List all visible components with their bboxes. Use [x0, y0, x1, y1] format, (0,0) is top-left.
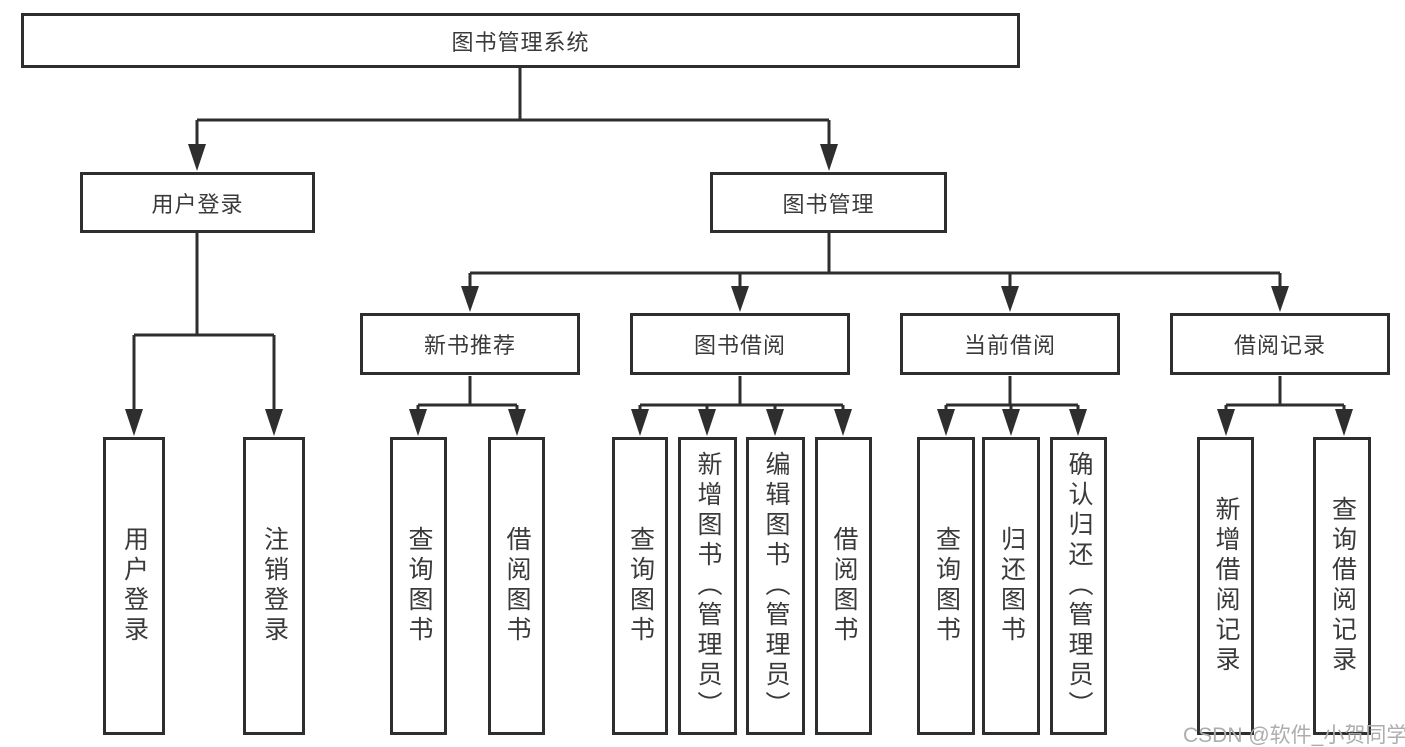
leaf-query-books-recommend: 查询图书 — [390, 437, 447, 735]
node-current-borrowing-label: 当前借阅 — [963, 333, 1056, 358]
node-root-label: 图书管理系统 — [451, 29, 590, 55]
leaf-borrow-books-borrowing-label: 借阅图书 — [830, 526, 858, 646]
leaf-logout: 注销登录 — [243, 437, 305, 735]
leaf-query-books-current-label: 查询图书 — [932, 526, 961, 646]
leaf-query-borrow-record-label: 查询借阅记录 — [1328, 496, 1357, 676]
leaf-user-login: 用户登录 — [103, 437, 165, 735]
connector-arrowheads — [125, 144, 1353, 436]
leaf-confirm-return-admin-label: 确认归还（管理员） — [1065, 451, 1093, 721]
leaf-add-book-admin: 新增图书（管理员） — [678, 437, 737, 735]
leaf-add-book-admin-label: 新增图书（管理员） — [694, 451, 722, 721]
node-book-borrowing-label: 图书借阅 — [693, 333, 786, 358]
leaf-borrow-books-recommend: 借阅图书 — [488, 437, 545, 735]
node-new-book-recommend-label: 新书推荐 — [423, 333, 516, 358]
leaf-add-borrow-record-label: 新增借阅记录 — [1212, 496, 1240, 676]
node-current-borrowing: 当前借阅 — [900, 313, 1120, 375]
leaf-user-login-label: 用户登录 — [120, 526, 149, 646]
leaf-logout-label: 注销登录 — [260, 526, 289, 646]
node-user-login: 用户登录 — [80, 172, 315, 233]
node-borrowing-records-label: 借阅记录 — [1233, 333, 1326, 358]
node-new-book-recommend: 新书推荐 — [360, 313, 580, 375]
leaf-edit-book-admin: 编辑图书（管理员） — [746, 437, 805, 735]
leaf-query-books-recommend-label: 查询图书 — [405, 526, 433, 646]
node-book-borrowing: 图书借阅 — [630, 313, 850, 375]
leaf-borrow-books-borrowing: 借阅图书 — [815, 437, 872, 735]
leaf-add-borrow-record: 新增借阅记录 — [1197, 437, 1254, 735]
leaf-return-books: 归还图书 — [982, 437, 1040, 735]
node-book-management: 图书管理 — [710, 172, 947, 233]
csdn-watermark: CSDN @软件_小贺同学 — [1183, 724, 1405, 747]
leaf-query-books-borrowing: 查询图书 — [612, 437, 668, 735]
leaf-confirm-return-admin: 确认归还（管理员） — [1050, 437, 1107, 735]
node-borrowing-records: 借阅记录 — [1170, 313, 1390, 375]
node-user-login-label: 用户登录 — [151, 191, 244, 217]
leaf-query-borrow-record: 查询借阅记录 — [1313, 437, 1371, 735]
leaf-query-books-current: 查询图书 — [917, 437, 975, 735]
leaf-query-books-borrowing-label: 查询图书 — [626, 526, 655, 646]
leaf-borrow-books-recommend-label: 借阅图书 — [503, 526, 531, 646]
leaf-edit-book-admin-label: 编辑图书（管理员） — [762, 451, 790, 721]
leaf-return-books-label: 归还图书 — [997, 526, 1026, 646]
connector-edges — [132, 68, 1346, 416]
node-book-management-label: 图书管理 — [782, 191, 875, 217]
node-root: 图书管理系统 — [21, 13, 1020, 68]
